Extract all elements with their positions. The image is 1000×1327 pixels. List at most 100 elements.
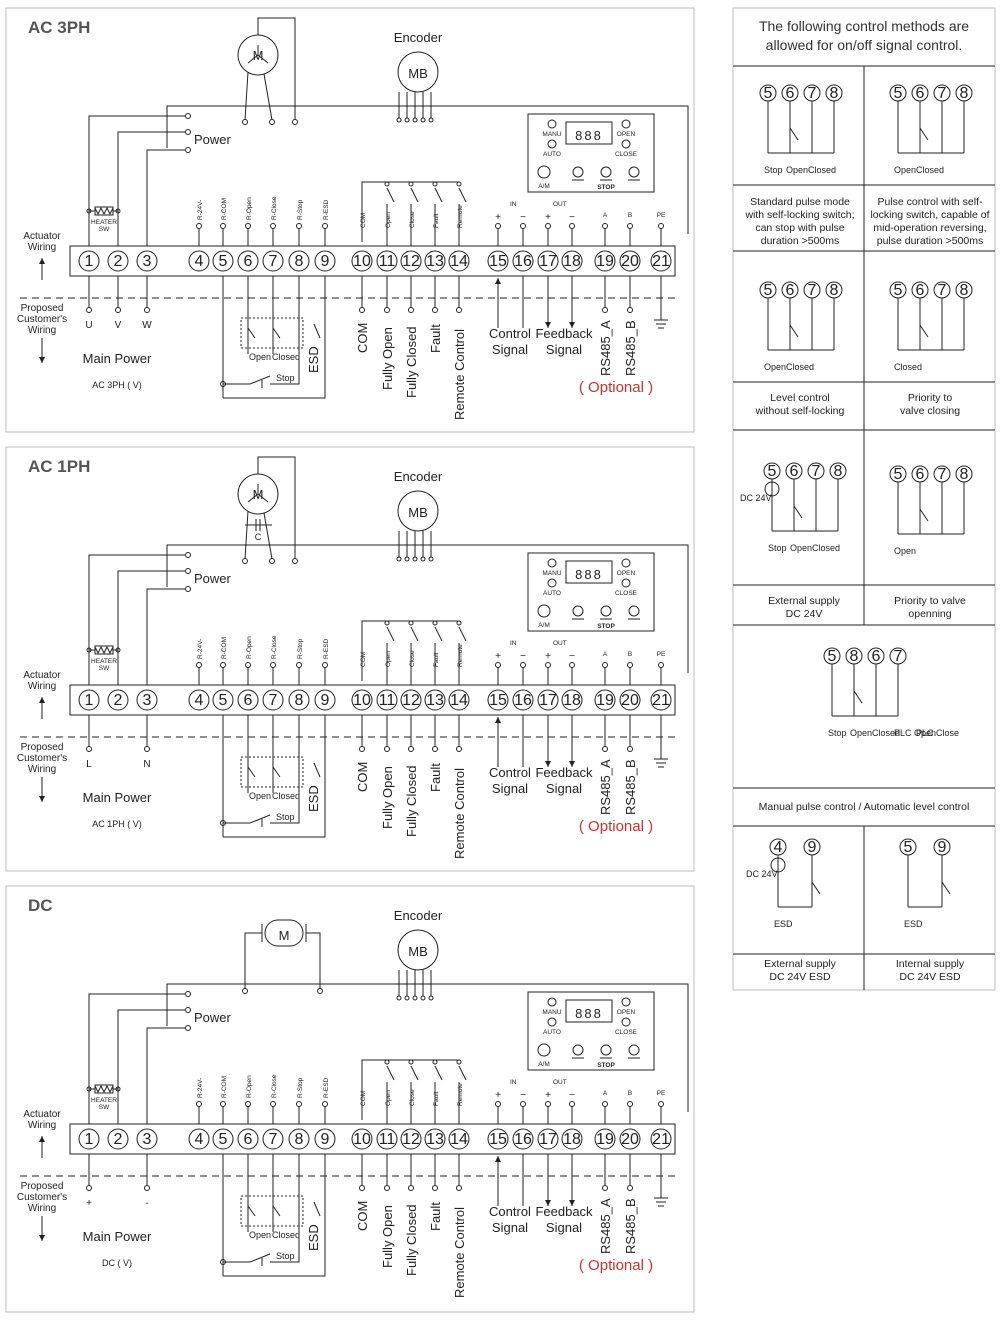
terminal-1-ring xyxy=(78,250,100,272)
encoder-icon xyxy=(397,51,439,93)
input-customer-node xyxy=(456,1185,462,1191)
out-label: OUT xyxy=(553,1079,567,1086)
fully-closed-label: Fully Closed xyxy=(404,765,419,837)
method-priority-closing-terminal-7: 7 xyxy=(938,282,947,299)
display-screen xyxy=(565,121,613,145)
power-lead xyxy=(88,115,185,252)
stop-label: Stop xyxy=(276,373,295,383)
method-external-esd-terminal-9: 9 xyxy=(808,839,817,856)
method-external-supply-terminal-6: 6 xyxy=(790,463,799,480)
terminal-11-ring xyxy=(376,1128,398,1150)
auto-label: AUTO xyxy=(543,1029,561,1036)
key-button-icon xyxy=(572,605,584,617)
method-priority-closing-terminal-6: 6 xyxy=(916,282,925,299)
heater-sub: SW xyxy=(99,665,110,672)
encoder-terminal xyxy=(412,117,418,123)
power-terminal xyxy=(185,147,191,153)
rs485-node xyxy=(602,1185,608,1191)
method-external-supply-supply-icon xyxy=(764,481,780,497)
encoder-terminal xyxy=(412,556,418,562)
encoder-icon xyxy=(397,490,439,532)
motor-winding xyxy=(257,54,269,64)
control-signal-arrow-head xyxy=(495,717,501,723)
terminal-3: 3 xyxy=(143,253,152,270)
method-level-control-sub-label: Open xyxy=(764,362,786,372)
power-terminal xyxy=(185,991,191,997)
terminal-20: 20 xyxy=(621,253,639,270)
terminal-21: 21 xyxy=(652,253,670,270)
open-switch-contact xyxy=(247,766,256,778)
terminal-17-ring xyxy=(537,250,559,272)
method-external-supply-terminal-8: 8 xyxy=(834,463,843,480)
close-label: CLOSE xyxy=(615,151,638,158)
input-bus-node xyxy=(456,620,462,626)
encoder-label: Encoder xyxy=(394,30,443,45)
supply-terminal-label: N xyxy=(143,759,150,770)
terminal-13: 13 xyxy=(426,1131,444,1148)
method-internal-esd-caption: DC 24V ESD xyxy=(899,971,961,983)
terminal-3-ring xyxy=(136,689,158,711)
close-indicator-icon xyxy=(621,578,631,588)
method-external-esd-caption: External supply xyxy=(764,958,837,970)
terminal-1: 1 xyxy=(85,692,94,709)
input-customer-node xyxy=(408,307,414,313)
input-contact xyxy=(434,1065,443,1081)
terminal-18-ring xyxy=(561,250,583,272)
power-lead xyxy=(146,588,185,691)
terminal-15-ring xyxy=(487,1128,509,1150)
supply-terminal-label: + xyxy=(86,1198,92,1209)
terminal-20-ring xyxy=(619,250,641,272)
terminal-8: 8 xyxy=(295,253,304,270)
motor-lead xyxy=(306,932,321,989)
terminal-21-ring xyxy=(650,689,672,711)
io-sign: − xyxy=(569,212,575,223)
terminal-1-ring xyxy=(78,689,100,711)
input-contact xyxy=(434,187,443,203)
relay-label-r-stop: R-Stop xyxy=(297,1077,304,1098)
relay-label-r-stop: R-Stop xyxy=(297,199,304,220)
auto-label: AUTO xyxy=(543,590,561,597)
fault-label: Fault xyxy=(428,1202,443,1231)
input-label-open: Open xyxy=(385,651,392,667)
terminal-4-ring xyxy=(188,250,210,272)
terminal-10: 10 xyxy=(353,692,371,709)
input-bus-node xyxy=(408,620,414,626)
terminal-9-ring xyxy=(314,1128,336,1150)
terminal-18: 18 xyxy=(563,1131,581,1148)
terminal-14-ring xyxy=(448,250,470,272)
in-label: IN xyxy=(510,640,517,647)
input-label-open: Open xyxy=(385,1090,392,1106)
terminal-10: 10 xyxy=(353,1131,371,1148)
control-signal-label: Control xyxy=(489,326,531,341)
method-external-esd-caption: DC 24V ESD xyxy=(769,971,831,983)
terminal-10-ring xyxy=(351,689,373,711)
supply-rating-label: AC 1PH ( V) xyxy=(92,819,142,829)
am-label: A/M xyxy=(538,183,550,190)
io-label: B xyxy=(628,651,632,658)
motor-lead xyxy=(263,73,273,121)
method-priority-opening-terminal-7: 7 xyxy=(938,466,947,483)
auto-label: AUTO xyxy=(543,151,561,158)
method-pulse-reversing-sub-label: Closed xyxy=(916,165,944,175)
terminal-7: 7 xyxy=(269,692,278,709)
supply-rating-label: AC 3PH ( V) xyxy=(92,380,142,390)
input-label-com: COM xyxy=(360,652,367,667)
stop-key-label: STOP xyxy=(597,1062,615,1069)
control-signal-label: Signal xyxy=(492,781,528,796)
motor-winding xyxy=(257,493,269,503)
power-terminal xyxy=(185,568,191,574)
motor-winding xyxy=(247,493,259,503)
terminal-8-ring xyxy=(288,1128,310,1150)
motor-lead xyxy=(244,932,262,989)
optional-label: ( Optional ) xyxy=(579,818,653,835)
terminal-11: 11 xyxy=(379,692,396,709)
input-common-bus xyxy=(361,620,459,681)
terminal-9-ring xyxy=(314,689,336,711)
terminal-11-ring xyxy=(376,250,398,272)
method-external-supply-caption: External supply xyxy=(768,595,841,607)
open-switch-contact xyxy=(247,1205,256,1217)
terminal-6: 6 xyxy=(244,1131,253,1148)
key-button-icon xyxy=(600,605,612,617)
